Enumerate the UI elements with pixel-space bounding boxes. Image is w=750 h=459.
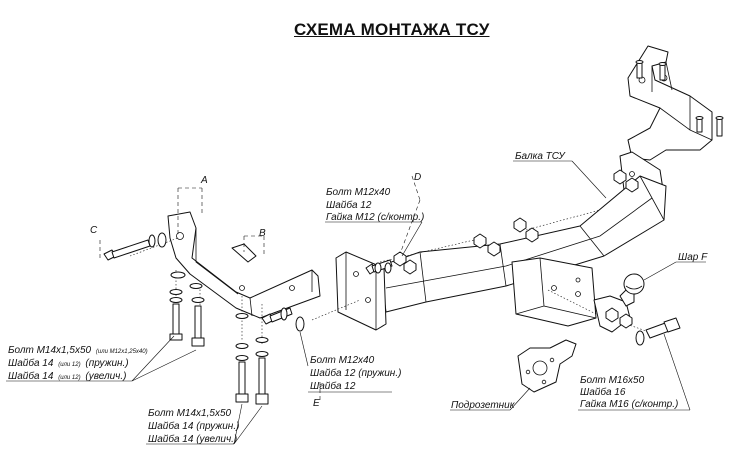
callout-group-e: Болт М12х40 Шайба 12 (пружин.) Шайба 12 — [310, 355, 401, 392]
letter-c: C — [90, 225, 98, 236]
socket-bracket — [517, 339, 577, 393]
ball-label: Шар F — [678, 252, 708, 263]
callout-beam: Балка ТСУ — [515, 151, 566, 162]
group-e-washer: Шайба 12 — [310, 380, 356, 392]
group-d-washer: Шайба 12 — [326, 199, 372, 211]
svg-text:Шайба 14 (или 12): Шайба 14 (или 12) (пружин.) — [8, 357, 129, 369]
group-c-big-washer-type: (увелич.) — [85, 371, 126, 382]
group-e-bolt: Болт М12х40 — [310, 355, 375, 366]
group-e-spring-washer: Шайба 12 (пружин.) — [310, 367, 401, 379]
callout-group-d: Болт М12х40 Шайба 12 Гайка М12 (с/контр.… — [326, 187, 424, 223]
group-c-big-washer: Шайба 14 — [8, 370, 54, 382]
group-c-spring-washer-type: (пружин.) — [85, 358, 128, 369]
bracket-studs — [635, 60, 724, 137]
group-c-bolt-alt: (или М12х1,25х40) — [96, 349, 148, 355]
towbar-beam — [335, 45, 724, 331]
group-f-nut: Гайка М16 (с/контр.) — [580, 399, 678, 410]
left-side-bracket — [167, 211, 321, 319]
group-c-big-washer-alt: (или 12) — [58, 375, 80, 381]
reference-letters: A B C D E — [90, 172, 421, 409]
beam-top-nuts — [473, 169, 639, 257]
diagram-title: СХЕМА МОНТАЖА ТСУ — [294, 20, 490, 39]
letter-a: A — [200, 175, 208, 186]
beam-label: Балка ТСУ — [515, 151, 566, 162]
fasteners-group-b — [235, 313, 269, 405]
tow-ball — [593, 273, 645, 333]
svg-text:Болт М14х1,5х50 (или М12: Болт М14х1,5х50 (или М12х1,25х40) — [8, 345, 148, 356]
callout-group-c: Болт М14х1,5х50 (или М12х1,25х40) Шайба … — [8, 345, 148, 382]
group-c-spring-washer: Шайба 14 — [8, 357, 54, 369]
letter-d: D — [414, 172, 421, 183]
leader-lines — [6, 160, 706, 445]
group-f-washer: Шайба 16 — [580, 386, 626, 398]
group-f-bolt: Болт М16х50 — [580, 375, 645, 386]
group-d-nut: Гайка М12 (с/контр.) — [326, 212, 424, 223]
socket-bracket-label: Подрозетник — [451, 400, 516, 411]
callout-socket-bracket: Подрозетник — [451, 400, 516, 411]
group-b-spring-washer: Шайба 14 (пружин.) — [148, 420, 239, 432]
svg-text:Шайба 14 (или 12): Шайба 14 (или 12) (увелич.) — [8, 370, 126, 382]
fasteners-group-e — [261, 307, 305, 332]
letter-b: B — [259, 228, 266, 239]
group-b-big-washer: Шайба 14 (увелич.) — [148, 433, 237, 445]
callout-group-b: Болт М14х1,5х50 Шайба 14 (пружин.) Шайба… — [148, 408, 239, 445]
group-d-bolt: Болт М12х40 — [326, 187, 391, 198]
callout-ball: Шар F — [678, 252, 708, 263]
letter-e: E — [313, 398, 320, 409]
callout-group-f: Болт М16х50 Шайба 16 Гайка М16 (с/контр.… — [580, 375, 678, 410]
group-b-bolt: Болт М14х1,5х50 — [148, 408, 232, 419]
fasteners-group-c — [103, 232, 205, 347]
group-c-spring-washer-alt: (или 12) — [58, 362, 80, 368]
group-c-bolt: Болт М14х1,5х50 — [8, 345, 92, 356]
fasteners-group-d — [365, 251, 417, 275]
fasteners-group-f — [605, 307, 681, 346]
